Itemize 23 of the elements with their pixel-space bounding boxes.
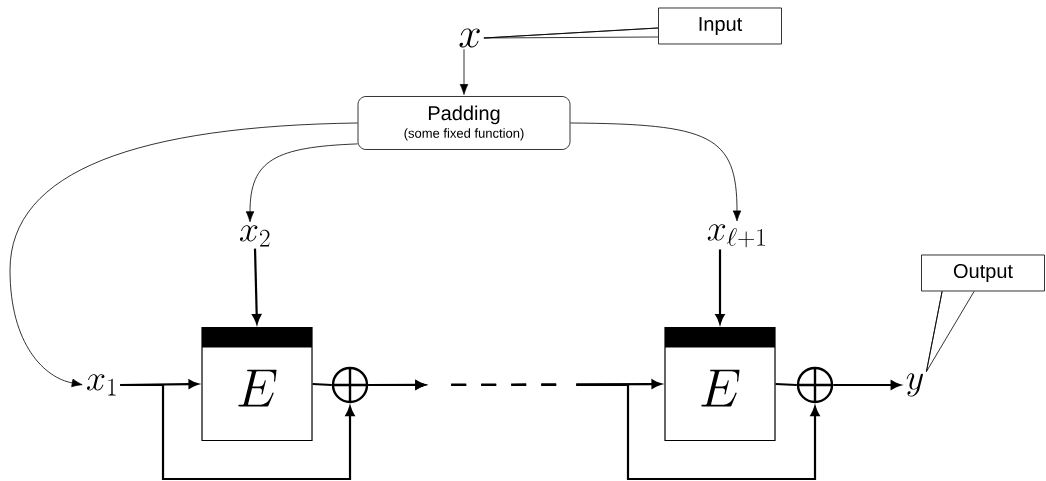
arrow	[120, 383, 355, 481]
variable-label: $y$	[906, 373, 923, 397]
callout-box: Output	[921, 254, 1045, 292]
arrow	[245, 143, 358, 223]
process-box: Padding (some fixed function)	[357, 96, 571, 150]
arrow	[570, 122, 742, 222]
connector-line	[312, 382, 332, 387]
xor-symbol	[331, 366, 369, 404]
variable-label: $x_2$	[239, 225, 270, 247]
arrow	[9, 122, 358, 388]
variable-label: $x_1$	[86, 374, 116, 396]
variable-label: $x_{\ell+1}$	[707, 224, 765, 248]
arrow	[715, 249, 725, 324]
arrow	[252, 248, 262, 324]
variable-label: $x$	[459, 28, 480, 48]
cipher-block: $E$	[664, 326, 776, 442]
arrow	[459, 48, 469, 95]
cipher-block: $E$	[201, 326, 313, 442]
connector-line	[775, 382, 797, 387]
arrow	[368, 380, 820, 481]
xor-symbol	[796, 366, 834, 404]
callout-box: Input	[658, 7, 782, 45]
arrow	[833, 380, 901, 390]
